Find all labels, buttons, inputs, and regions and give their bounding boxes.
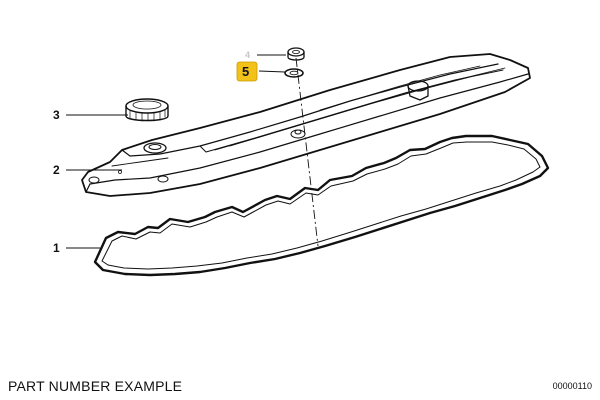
callout-4[interactable]: 4 [245,50,250,60]
callout-5-highlight [236,61,258,82]
callout-1[interactable]: 1 [53,241,60,255]
gasket [93,134,550,277]
oil-filler-cap [125,98,169,122]
diagram-caption: PART NUMBER EXAMPLE [8,378,183,394]
valve-cover [81,53,531,197]
callout-3[interactable]: 3 [53,108,60,122]
washer [284,68,304,78]
leader-line-5 [258,70,286,73]
callout-5[interactable]: 5 [242,64,249,79]
callout-2[interactable]: 2 [53,163,60,177]
assembly-center-line [295,57,319,247]
diagram-code: 00000110 [552,381,592,391]
